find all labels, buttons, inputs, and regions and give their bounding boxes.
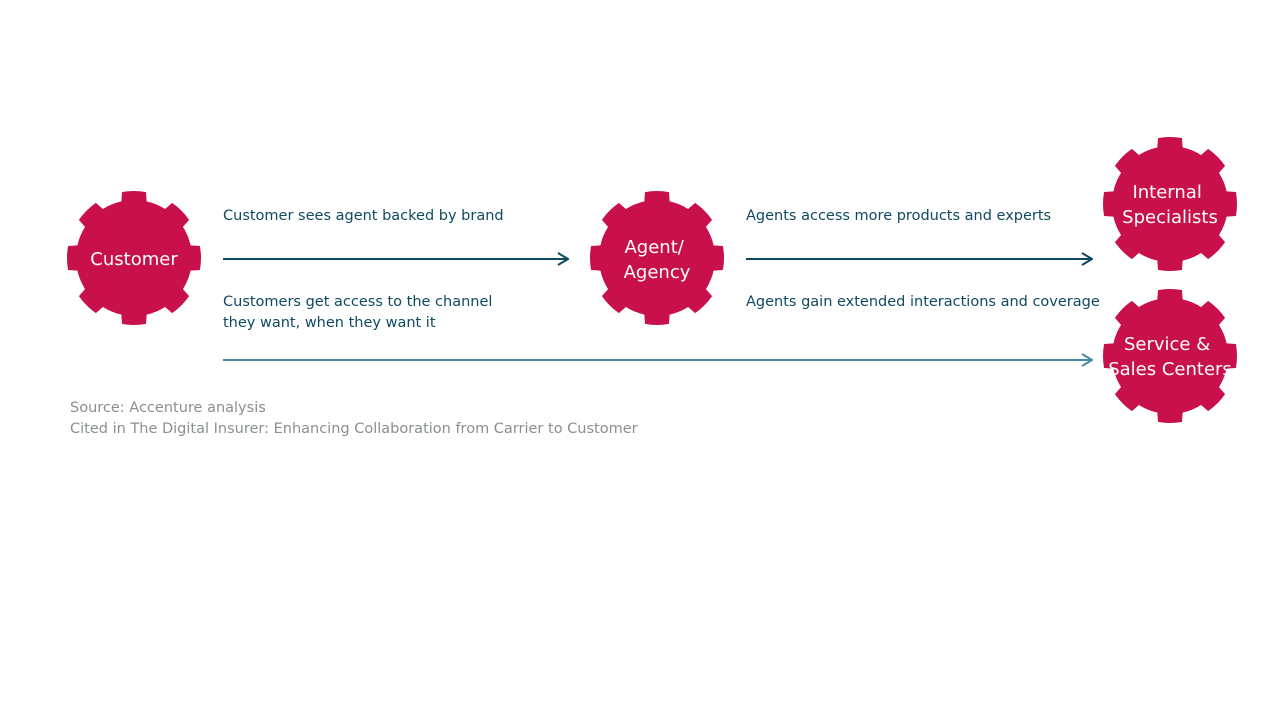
- node-label-specialists: Internal Specialists: [1122, 182, 1218, 228]
- node-label-service: Service & Sales Centers: [1108, 334, 1232, 380]
- node-label-customer: Customer: [90, 249, 178, 270]
- source-line-1: Source: Accenture analysis: [70, 400, 266, 416]
- gear-shape: [1102, 288, 1238, 424]
- gear-customer: Customer: [66, 190, 202, 326]
- node-label-agent: Agent/ Agency: [624, 237, 691, 283]
- label-customer-service-line2: they want, when they want it: [223, 315, 436, 331]
- gear-shape: [589, 190, 725, 326]
- gear-shape: [1102, 136, 1238, 272]
- gear-shape: [66, 190, 202, 326]
- label-agent-specialists: Agents access more products and experts: [746, 208, 1052, 224]
- gear-internal-specialists: Internal Specialists: [1102, 136, 1238, 272]
- source-line-2: Cited in The Digital Insurer: Enhancing …: [70, 421, 638, 437]
- label-agent-service: Agents gain extended interactions and co…: [746, 294, 1100, 310]
- gear-agent-agency: Agent/ Agency: [589, 190, 725, 326]
- gear-service-sales-centers: Service & Sales Centers: [1102, 288, 1238, 424]
- label-customer-service-line1: Customers get access to the channel: [223, 294, 493, 310]
- label-customer-agent: Customer sees agent backed by brand: [223, 208, 504, 224]
